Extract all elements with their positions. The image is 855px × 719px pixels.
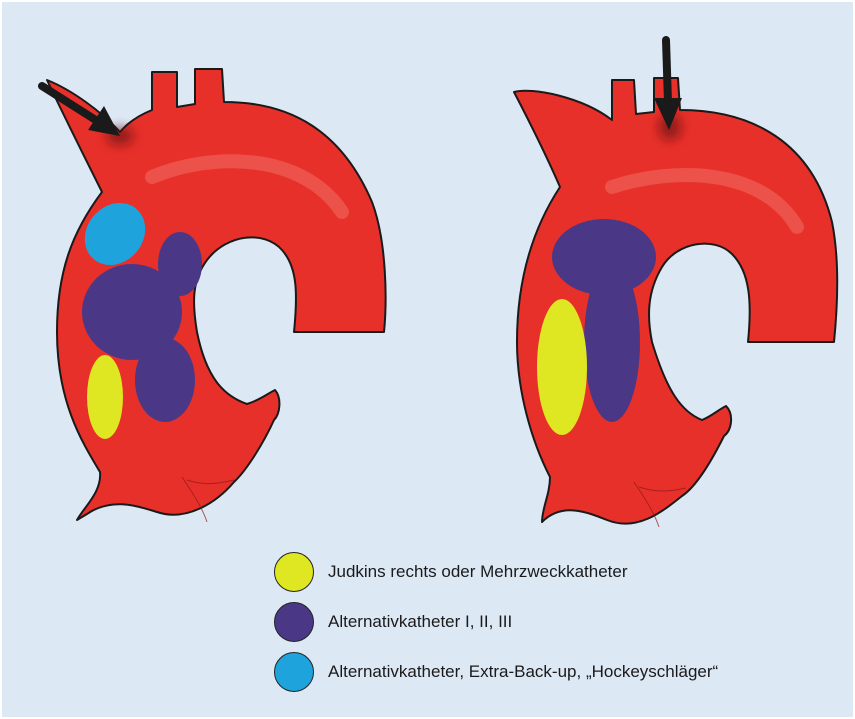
marker-alternativ-right-column: [584, 262, 640, 422]
legend-label-extra-back-up: Alternativkatheter, Extra-Back-up, „Hock…: [328, 662, 718, 682]
aorta-left: [42, 69, 386, 522]
aorta-right: [514, 40, 837, 527]
legend-item-extra-back-up: Alternativkatheter, Extra-Back-up, „Hock…: [274, 650, 718, 694]
marker-judkins-right: [537, 299, 587, 435]
legend-swatch-blue: [274, 652, 314, 692]
legend-item-judkins: Judkins rechts oder Mehrzweckkatheter: [274, 550, 628, 594]
legend-swatch-yellow: [274, 552, 314, 592]
marker-alternativ-left-bottom: [135, 338, 195, 422]
legend-item-alternativ: Alternativkatheter I, II, III: [274, 600, 512, 644]
legend-swatch-purple: [274, 602, 314, 642]
marker-judkins-left: [87, 355, 123, 439]
legend-label-judkins: Judkins rechts oder Mehrzweckkatheter: [328, 562, 628, 582]
legend-label-alternativ: Alternativkatheter I, II, III: [328, 612, 512, 632]
